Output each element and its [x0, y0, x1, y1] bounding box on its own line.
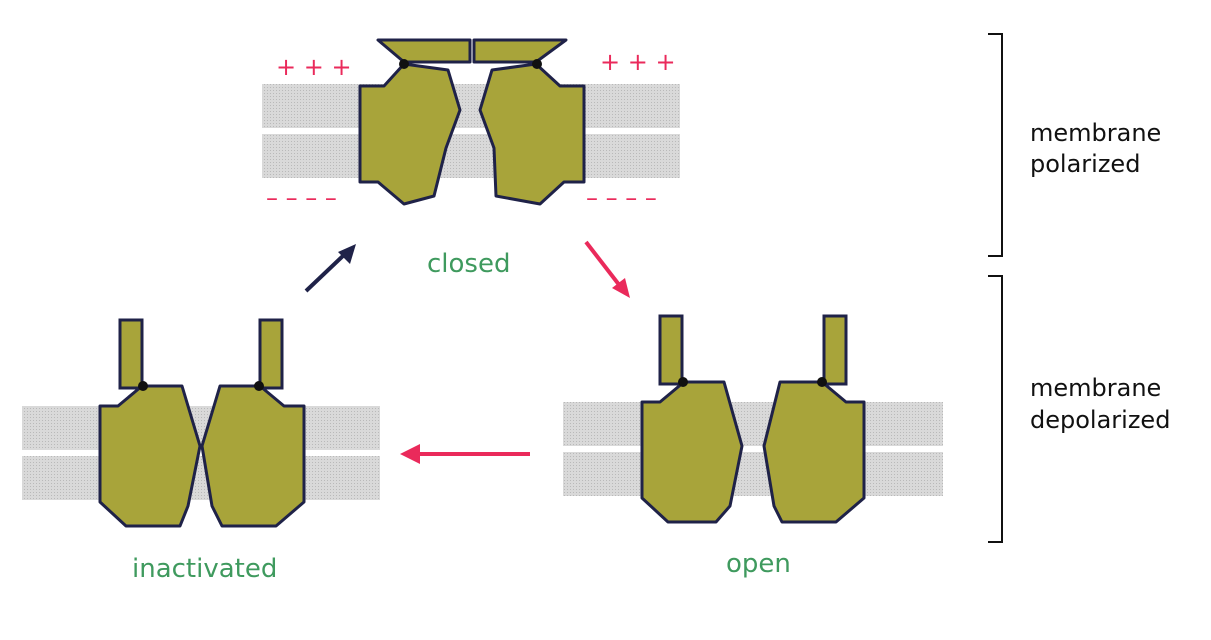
polarized-label-line2: polarized [1030, 150, 1140, 178]
membrane-upper-layer [22, 406, 380, 450]
closed-right-hinge-dot [532, 59, 542, 69]
positive-charges-right: + + + [600, 48, 676, 76]
inactivated-right-gate-stalk [258, 318, 284, 390]
open-right-hinge-dot [817, 377, 827, 387]
positive-charges-left: + + + [276, 53, 352, 81]
arrow-inactivated-to-closed [304, 244, 356, 293]
inactivated-right-subunit [200, 384, 306, 528]
membrane-upper-layer [262, 84, 680, 128]
inactivated-left-hinge-dot [138, 381, 148, 391]
membrane-upper-layer [563, 402, 943, 446]
membrane-lower-layer [22, 456, 380, 500]
open-left-hinge-dot [678, 377, 688, 387]
depolarized-label-line1: membrane [1030, 374, 1161, 402]
depolarized-bracket: membrane depolarized [988, 275, 1170, 543]
closed-right-gate [472, 38, 568, 64]
polarized-label-line1: membrane [1030, 119, 1161, 147]
membrane-lower-layer [563, 452, 943, 496]
closed-label: closed [427, 249, 510, 279]
open-right-gate-stalk [822, 314, 848, 386]
inactivated-left-subunit [98, 384, 202, 528]
closed-channel: + + + + + + – – – – – – – – closed [262, 38, 680, 279]
open-left-gate-stalk [658, 314, 684, 386]
inactivated-label: inactivated [132, 554, 277, 584]
closed-left-hinge-dot [399, 59, 409, 69]
open-left-subunit [640, 380, 744, 524]
closed-right-subunit [478, 62, 586, 206]
closed-left-subunit [358, 62, 462, 206]
inactivated-channel: inactivated [22, 318, 380, 584]
negative-charges-right: – – – – [586, 184, 657, 212]
arrow-closed-to-open [584, 240, 630, 298]
polarized-bracket: membrane polarized [988, 33, 1161, 257]
inactivated-right-hinge-dot [254, 381, 264, 391]
open-label: open [726, 549, 791, 579]
closed-left-gate [376, 38, 472, 64]
depolarized-label-line2: depolarized [1030, 406, 1170, 434]
open-right-subunit [762, 380, 866, 524]
membrane-lower-layer [262, 134, 680, 178]
open-channel: open [563, 314, 943, 579]
arrow-open-to-inactivated [400, 444, 530, 464]
inactivated-left-gate-stalk [118, 318, 144, 390]
negative-charges-left: – – – – [266, 184, 337, 212]
